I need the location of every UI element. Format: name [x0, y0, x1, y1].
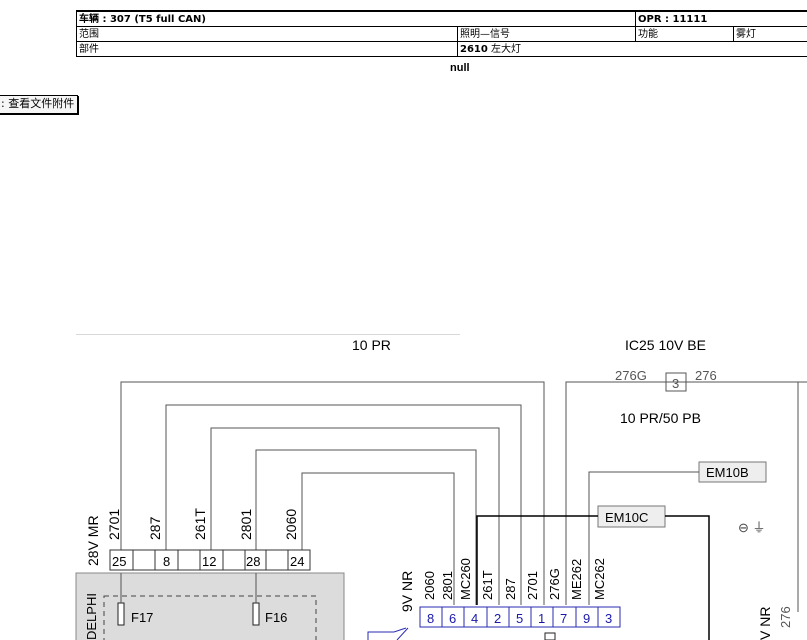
mid-pin-1: 1: [538, 611, 545, 626]
mid-wire-261t: 261T: [480, 570, 495, 600]
left-pin-24: 24: [290, 554, 304, 569]
mid-wire-2060: 2060: [422, 571, 437, 600]
part-name: 左大灯: [491, 43, 522, 55]
module-edge: [367, 627, 407, 640]
em10c-label: EM10C: [605, 510, 648, 525]
right-wire-276: 276: [778, 606, 793, 628]
delphi-label: DELPHI: [84, 593, 99, 640]
mid-wire-276g: 276G: [547, 568, 562, 600]
left-wire-261t: 261T: [192, 508, 208, 540]
module-edge-slant: [396, 627, 409, 640]
part-value: 2610 左大灯: [456, 41, 807, 57]
ground-symbol: ⊖ ⏚: [738, 520, 766, 535]
em10b-label: EM10B: [706, 465, 749, 480]
mid-pin-5: 5: [516, 611, 523, 626]
mid-wire-mc262: MC262: [592, 558, 607, 600]
mid-pin-strip: [419, 606, 621, 628]
delphi-module: [75, 572, 345, 640]
mid-wire-labels: 2060 2801 MC260 261T 287 2701 276G ME262…: [422, 558, 607, 600]
left-pin-28: 28: [246, 554, 260, 569]
left-pin-8: 8: [163, 554, 170, 569]
mid-pin-2: 2: [494, 611, 501, 626]
part-code: 2610: [460, 43, 488, 55]
component-small: [544, 632, 556, 640]
info-table: 车辆 : 307 (T5 full CAN) OPR : 11111 范围 照明…: [75, 10, 807, 57]
connector-right-top-label: IC25 10V BE: [625, 337, 706, 353]
left-wire-labels: 2701 287 261T 2801 2060: [106, 508, 299, 540]
left-pin-strip: [109, 549, 311, 571]
right-connector-label: V NR: [757, 607, 773, 640]
connector-main-label: 10 PR: [352, 337, 391, 353]
wire-em10c-left: [476, 515, 598, 605]
left-pin-25: 25: [112, 554, 126, 569]
left-wire-287: 287: [147, 516, 163, 540]
left-wire-2060: 2060: [283, 509, 299, 540]
view-attachment-label: 查看文件附件: [8, 97, 75, 110]
left-pin-12: 12: [202, 554, 216, 569]
mid-pin-4: 4: [471, 611, 478, 626]
mid-wire-2801: 2801: [440, 571, 455, 600]
fuse-f16-icon: [252, 602, 260, 626]
mid-wire-2701: 2701: [525, 571, 540, 600]
null-text: null: [450, 62, 470, 74]
wire-em10b: [588, 471, 699, 605]
mid-wire-me262: ME262: [569, 559, 584, 600]
mid-pin-9: 9: [583, 611, 590, 626]
left-connector-label: 28V MR: [85, 515, 101, 566]
left-wire-2801: 2801: [238, 509, 254, 540]
fuse-f16-label: F16: [265, 610, 287, 625]
fuse-box-outline: [103, 595, 317, 640]
wire-276g-label: 276G: [615, 368, 647, 383]
fuse-f17-icon: [117, 602, 125, 626]
connector-right-mid-label: 10 PR/50 PB: [620, 410, 701, 426]
part-label: 部件: [76, 41, 458, 57]
wire-em10c-right: [665, 515, 710, 640]
pin-box-3-label: 3: [672, 376, 679, 391]
mid-wire-mc260: MC260: [458, 558, 473, 600]
separator-line: [76, 334, 460, 335]
mid-wire-287: 287: [503, 578, 518, 600]
left-wire-2701: 2701: [106, 509, 122, 540]
mid-pin-7: 7: [560, 611, 567, 626]
view-attachment-button[interactable]: : 查看文件附件: [0, 95, 79, 114]
mid-pin-6: 6: [449, 611, 456, 626]
mid-pin-8: 8: [427, 611, 434, 626]
mid-connector-label: 9V NR: [399, 571, 415, 612]
fuse-f17-label: F17: [131, 610, 153, 625]
mid-pin-3: 3: [605, 611, 612, 626]
wire-276-label: 276: [695, 368, 717, 383]
